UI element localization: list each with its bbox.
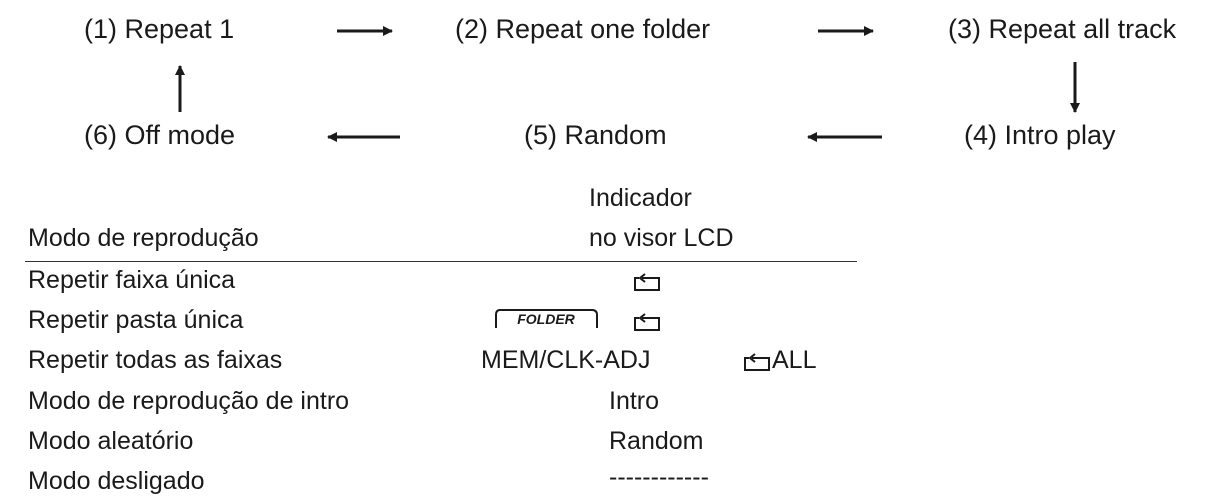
- indicator-all: ALL: [772, 346, 817, 374]
- indicator-off: ------------: [609, 463, 709, 491]
- indicator-mem-clk-adj: MEM/CLK-ADJ: [481, 346, 651, 374]
- indicator-random: Random: [609, 427, 704, 455]
- repeat-icon: [634, 273, 660, 291]
- svg-text:FOLDER: FOLDER: [517, 311, 575, 327]
- header-mode: Modo de reprodução: [28, 224, 259, 252]
- table-row-mode: Repetir pasta única: [28, 306, 244, 334]
- table-row-mode: Modo de reprodução de intro: [28, 387, 350, 415]
- header-indicator-line2: no visor LCD: [589, 224, 734, 252]
- table-row-mode: Repetir todas as faixas: [28, 346, 283, 374]
- flow-step-off-mode: (6) Off mode: [84, 120, 236, 150]
- flow-step-repeat-all-track: (3) Repeat all track: [948, 14, 1177, 44]
- flow-step-intro-play: (4) Intro play: [964, 120, 1116, 150]
- folder-badge-icon: FOLDER: [495, 309, 598, 328]
- table-row-mode: Modo desligado: [28, 467, 205, 495]
- header-indicator-line1: Indicador: [589, 184, 692, 212]
- flow-step-repeat-1: (1) Repeat 1: [84, 14, 235, 44]
- repeat-icon: [634, 313, 660, 331]
- flow-arrows: [175, 26, 1080, 142]
- table-row-mode: Modo aleatório: [28, 427, 194, 455]
- repeat-icon: [744, 353, 770, 371]
- flow-step-random: (5) Random: [524, 120, 667, 150]
- table-divider: [25, 261, 857, 262]
- flow-step-repeat-one-folder: (2) Repeat one folder: [455, 14, 711, 44]
- table-row-mode: Repetir faixa única: [28, 266, 236, 294]
- indicator-intro: Intro: [609, 387, 660, 415]
